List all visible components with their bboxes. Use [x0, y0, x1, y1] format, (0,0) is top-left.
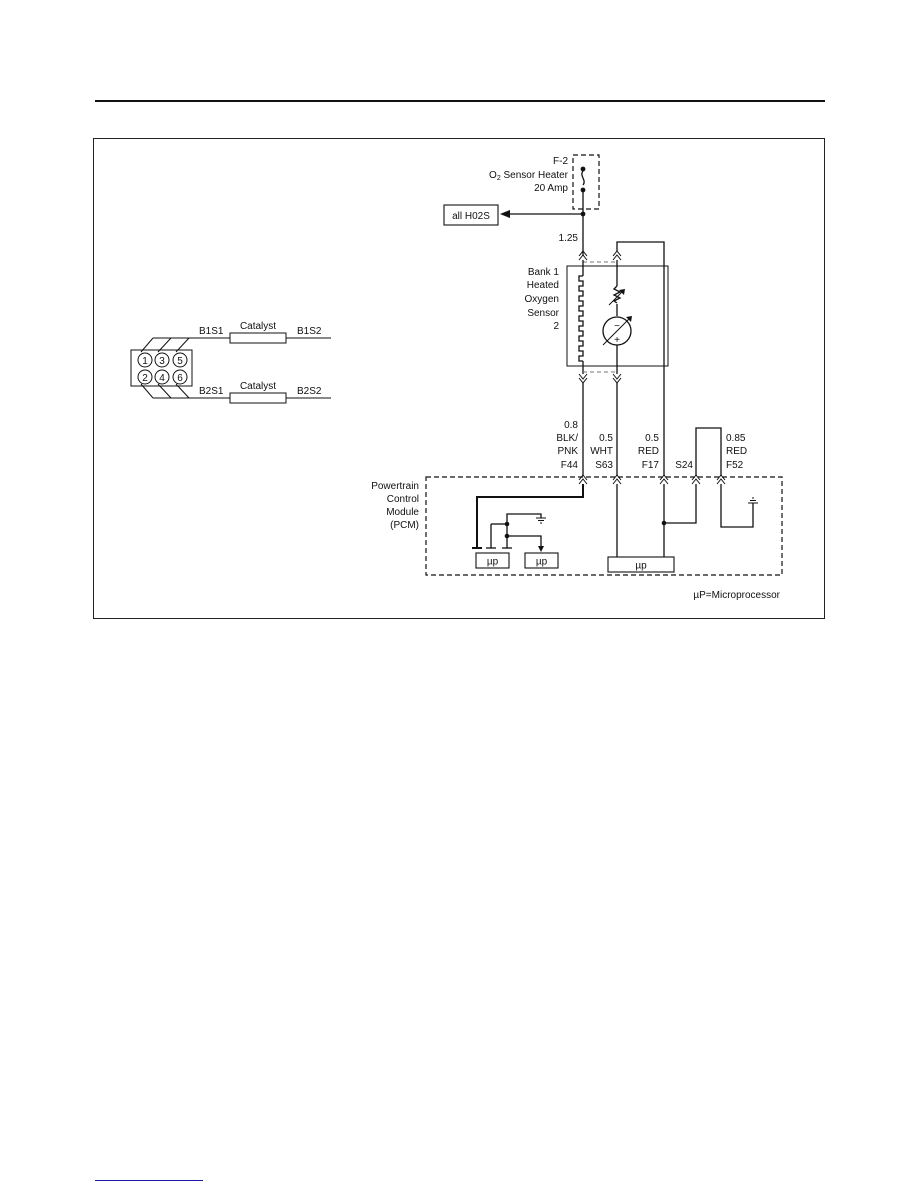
catalyst-label-bottom: Catalyst: [240, 381, 276, 392]
connector-chevron-icon: [612, 474, 622, 485]
fuse-name: O2 Sensor Heater: [489, 170, 569, 182]
wire1-color-b: PNK: [557, 446, 578, 457]
pcm-outline: [425, 476, 783, 576]
connector-chevron-icon: [716, 474, 726, 485]
sensor-label-4: Sensor: [527, 308, 559, 319]
fuse-element: [581, 170, 585, 186]
cylinder-4: [154, 369, 170, 385]
connector-chevron-icon: [578, 373, 588, 384]
fuse-id: F-2: [553, 156, 568, 167]
diagram-frame: [93, 138, 825, 619]
cylinder-3: [154, 352, 170, 368]
exhaust-manifold-bank1: [140, 337, 230, 353]
microprocessor-box-2: [524, 552, 559, 569]
wire-internal: [507, 535, 542, 548]
sensor-b1s2: B1S2: [297, 326, 322, 337]
engine-exhaust-inset: 1 3 5 2 4 6 Catalyst B1S1 B1S2 Catalyst …: [130, 321, 331, 404]
wire-internal-s24: [664, 484, 697, 524]
wire-internal: [506, 513, 542, 524]
ground-icon: [536, 517, 546, 524]
cell-plus: +: [614, 335, 620, 346]
catalyst-bank2: [229, 392, 287, 404]
wire-internal-f52: [720, 484, 754, 528]
sensor-b2s1: B2S1: [199, 386, 224, 397]
sensor-b2s2: B2S2: [297, 386, 322, 397]
wire2-color: WHT: [590, 446, 613, 457]
cylinder-label: 1: [142, 356, 148, 367]
catalyst-label-top: Catalyst: [240, 321, 276, 332]
all-ho2s-label: all H02S: [452, 211, 490, 222]
wire-red-f52-loop: [695, 427, 722, 476]
variable-resistor: [612, 285, 622, 304]
connector-chevron-icon: [612, 250, 622, 261]
fuse-terminal-bottom: [580, 187, 586, 193]
pcm-label-2: Control: [387, 494, 419, 505]
footer-link-underline: [95, 1180, 203, 1181]
catalyst-bank1: [229, 332, 287, 344]
wire2-terminal: S63: [595, 460, 613, 471]
sensor-b1s1: B1S1: [199, 326, 224, 337]
fuse-f2: F-2 O2 Sensor Heater 20 Amp: [489, 154, 600, 210]
microprocessor-label-1: µp: [487, 557, 499, 568]
heated-oxygen-sensor: − + Bank 1 Heated Oxygen Sensor 2: [525, 260, 669, 374]
cylinder-label: 6: [177, 373, 183, 384]
cylinder-label: 4: [159, 373, 165, 384]
connector-chevron-icon: [578, 250, 588, 261]
wire1-terminal: F44: [561, 460, 579, 471]
arrow-icon: [619, 289, 625, 295]
arrow-left-icon: [500, 210, 510, 218]
cylinder-5: [172, 352, 188, 368]
microprocessor-label-3: µp: [635, 561, 647, 572]
wire5-terminal: F52: [726, 460, 744, 471]
cylinder-6: [172, 369, 188, 385]
wire3-gauge: 0.5: [645, 433, 659, 444]
cell-minus: −: [614, 321, 620, 332]
arrow-down-icon: [538, 546, 544, 552]
wire5-color: RED: [726, 446, 747, 457]
wire5-gauge: 0.85: [726, 433, 746, 444]
fuse-rating: 20 Amp: [534, 183, 568, 194]
exhaust-manifold-bank2: [140, 383, 230, 399]
wire3-terminal: F17: [642, 460, 660, 471]
cylinder-label: 2: [142, 373, 148, 384]
wire-gauge-top: 1.25: [559, 233, 579, 244]
cell-variable-arrow: [602, 316, 632, 346]
fuse-housing: [572, 154, 600, 210]
wire2-gauge: 0.5: [599, 433, 613, 444]
heater-element: [578, 275, 584, 362]
microprocessor-label-2: µp: [536, 557, 548, 568]
arrow-icon: [626, 316, 632, 322]
wire4-terminal: S24: [675, 460, 693, 471]
page-header-rule: [95, 100, 825, 102]
cylinder-2: [137, 369, 153, 385]
connector-chevron-icon: [612, 373, 622, 384]
wire-red-f17: [616, 241, 665, 476]
sensor-label-1: Bank 1: [528, 267, 560, 278]
sensor-label-5: 2: [553, 321, 559, 332]
cylinder-label: 3: [159, 356, 165, 367]
pcm-label-1: Powertrain: [371, 481, 419, 492]
wire1-gauge: 0.8: [564, 420, 578, 431]
sensor-label-3: Oxygen: [525, 294, 559, 305]
connector-chevron-icon: [659, 474, 669, 485]
wire3-color: RED: [638, 446, 659, 457]
legend-microprocessor: µP=Microprocessor: [693, 590, 780, 601]
sensor-label-2: Heated: [527, 280, 559, 291]
connector-chevron-icon: [578, 474, 588, 485]
pcm-label-4: (PCM): [390, 520, 419, 531]
cylinder-label: 5: [177, 356, 183, 367]
pcm-label-3: Module: [386, 507, 419, 518]
wire-internal-f44: [476, 484, 584, 548]
ground-icon: [748, 497, 758, 504]
pcm-module: Powertrain Control Module (PCM) µp µp µp: [371, 476, 783, 576]
microprocessor-box-3: [607, 556, 675, 573]
microprocessor-box-1: [475, 552, 510, 569]
connector-chevron-icon: [691, 474, 701, 485]
wire1-color-a: BLK/: [556, 433, 578, 444]
fuse-terminal-top: [580, 166, 586, 172]
engine-block: [130, 349, 193, 387]
cylinder-1: [137, 352, 153, 368]
all-ho2s-box: [443, 204, 499, 226]
